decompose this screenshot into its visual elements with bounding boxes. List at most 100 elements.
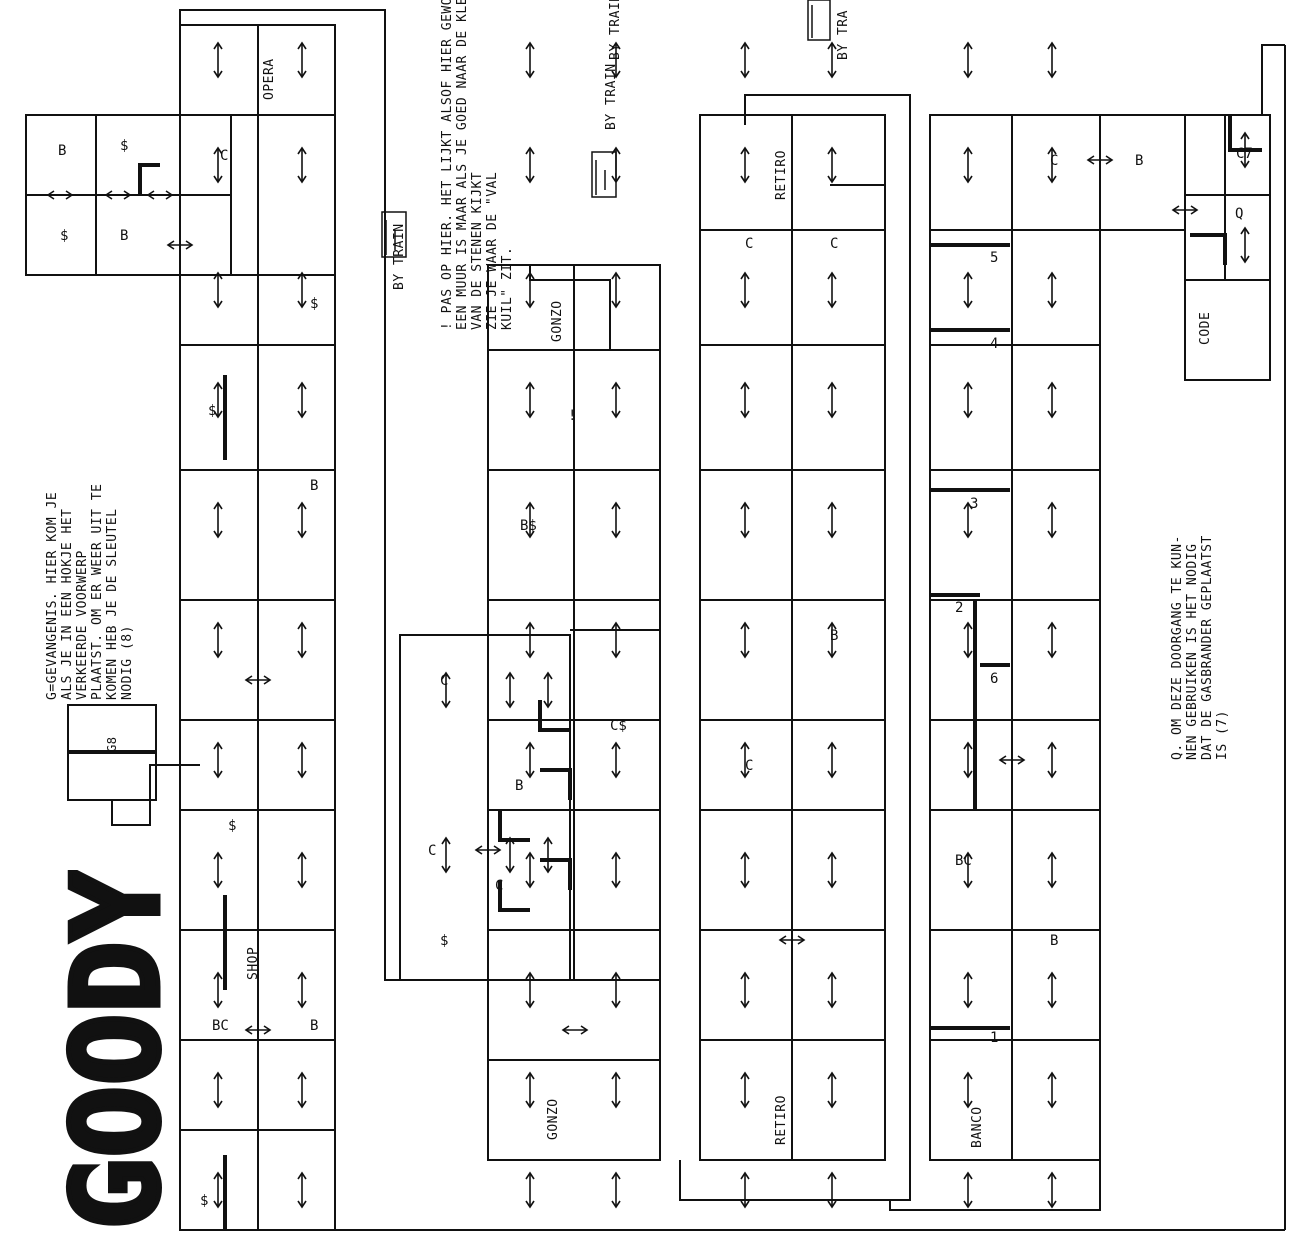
passage-arrow-13 <box>298 273 306 307</box>
place-banco: BANCO <box>970 1106 985 1148</box>
passage-arrow-36 <box>612 383 620 417</box>
passage-arrow-106 <box>1241 228 1249 262</box>
marker-dollar-6: $ <box>200 1193 208 1209</box>
passage-arrow-59 <box>828 503 836 537</box>
passage-arrow-81 <box>1048 503 1056 537</box>
passage-arrow-29 <box>526 853 534 887</box>
passage-arrow-88 <box>48 191 72 199</box>
passage-arrow-94 <box>563 1026 587 1034</box>
passage-arrow-7 <box>214 853 222 887</box>
passage-arrow-15 <box>298 503 306 537</box>
passage-arrow-35 <box>612 273 620 307</box>
g-note: G=GEVANGENIS. HIER KOM JE ALS JE IN EEN … <box>45 484 135 701</box>
marker-c-1: C <box>220 148 228 164</box>
passage-arrow-32 <box>526 1173 534 1207</box>
warning-note: ! PAS OP HIER. HET LIJKT ALSOF HIER GEWO… <box>440 0 515 330</box>
passage-arrow-42 <box>612 1073 620 1107</box>
passage-arrow-71 <box>964 623 972 657</box>
passage-arrow-105 <box>544 673 552 707</box>
marker-num-6: 6 <box>990 671 998 687</box>
passage-arrow-37 <box>612 503 620 537</box>
goody-logo: GOODY <box>28 870 178 1240</box>
passage-arrow-46 <box>741 273 749 307</box>
passage-arrow-57 <box>828 273 836 307</box>
passage-arrow-20 <box>298 1073 306 1107</box>
passage-arrow-102 <box>506 673 514 707</box>
passage-arrow-51 <box>741 853 749 887</box>
marker-dollar-7: $ <box>440 933 448 949</box>
passage-arrow-66 <box>964 43 972 77</box>
passage-arrow-9 <box>214 1073 222 1107</box>
svg-text:GOODY: GOODY <box>48 870 178 1230</box>
passage-arrow-5 <box>214 623 222 657</box>
passage-arrow-17 <box>298 743 306 777</box>
passage-arrow-87 <box>1048 1173 1056 1207</box>
marker-b-7: B <box>1050 933 1058 949</box>
train-label-1: BY TRAIN <box>392 223 407 290</box>
passage-arrow-67 <box>964 148 972 182</box>
passage-arrow-56 <box>828 148 836 182</box>
passage-arrow-64 <box>828 1073 836 1107</box>
passage-arrow-62 <box>828 853 836 887</box>
passage-arrow-53 <box>741 1073 749 1107</box>
marker-dollar-3: $ <box>310 296 318 312</box>
passage-arrow-22 <box>526 43 534 77</box>
place-opera: OPERA <box>262 58 277 100</box>
passage-arrow-74 <box>964 973 972 1007</box>
q-note: Q. OM DEZE DOORGANG TE KUN- NEN GEBRUIKE… <box>1170 535 1230 760</box>
marker-c-2: C <box>440 673 448 689</box>
marker-c-dollar: C$ <box>610 718 627 734</box>
passage-arrow-55 <box>828 43 836 77</box>
passage-arrow-104 <box>544 838 552 872</box>
passage-arrow-63 <box>828 973 836 1007</box>
passage-arrow-61 <box>828 743 836 777</box>
passage-arrow-30 <box>526 973 534 1007</box>
passage-arrow-2 <box>214 273 222 307</box>
passage-arrow-10 <box>214 1173 222 1207</box>
passage-arrow-8 <box>214 973 222 1007</box>
passage-arrow-23 <box>526 148 534 182</box>
marker-dollar-1: $ <box>60 228 68 244</box>
train-label-2: BY TRAIN <box>604 63 619 130</box>
marker-num-1: 1 <box>990 1030 998 1046</box>
passage-arrow-65 <box>828 1173 836 1207</box>
passage-arrow-48 <box>741 503 749 537</box>
passage-arrow-76 <box>964 1173 972 1207</box>
passage-arrow-58 <box>828 383 836 417</box>
passage-arrow-79 <box>1048 273 1056 307</box>
passage-arrow-14 <box>298 383 306 417</box>
passage-arrow-39 <box>612 743 620 777</box>
marker-num-4: 4 <box>990 336 998 352</box>
passage-arrow-31 <box>526 1073 534 1107</box>
marker-c-6: C <box>830 236 838 252</box>
marker-c-4: C <box>495 878 503 894</box>
train-icon-3 <box>808 0 830 40</box>
marker-dollar-5: $ <box>228 818 236 834</box>
passage-arrow-45 <box>741 148 749 182</box>
passage-arrow-11 <box>298 43 306 77</box>
marker-b-5: B <box>515 778 523 794</box>
marker-num-3: 3 <box>970 496 978 512</box>
place-retiro-bottom: RETIRO <box>774 1095 789 1145</box>
marker-c-3: C <box>428 843 436 859</box>
passage-arrow-83 <box>1048 743 1056 777</box>
passage-arrow-68 <box>964 273 972 307</box>
passage-arrow-75 <box>964 1073 972 1107</box>
marker-bc-1: BC <box>212 1018 229 1034</box>
marker-b-6: B <box>830 628 838 644</box>
marker-b-3: B <box>310 478 318 494</box>
passage-arrow-6 <box>214 743 222 777</box>
passage-arrow-82 <box>1048 623 1056 657</box>
place-code: CODE <box>1198 312 1213 345</box>
marker-num-2: 2 <box>955 600 963 616</box>
passage-arrow-86 <box>1048 1073 1056 1107</box>
passage-arrow-89 <box>106 191 130 199</box>
passage-arrow-80 <box>1048 383 1056 417</box>
passage-arrow-28 <box>526 743 534 777</box>
train-label-3: BY TRAIN <box>608 0 623 60</box>
marker-b-dollar: B$ <box>520 518 537 534</box>
passage-arrow-52 <box>741 973 749 1007</box>
passage-arrow-49 <box>741 623 749 657</box>
passage-arrow-84 <box>1048 853 1056 887</box>
